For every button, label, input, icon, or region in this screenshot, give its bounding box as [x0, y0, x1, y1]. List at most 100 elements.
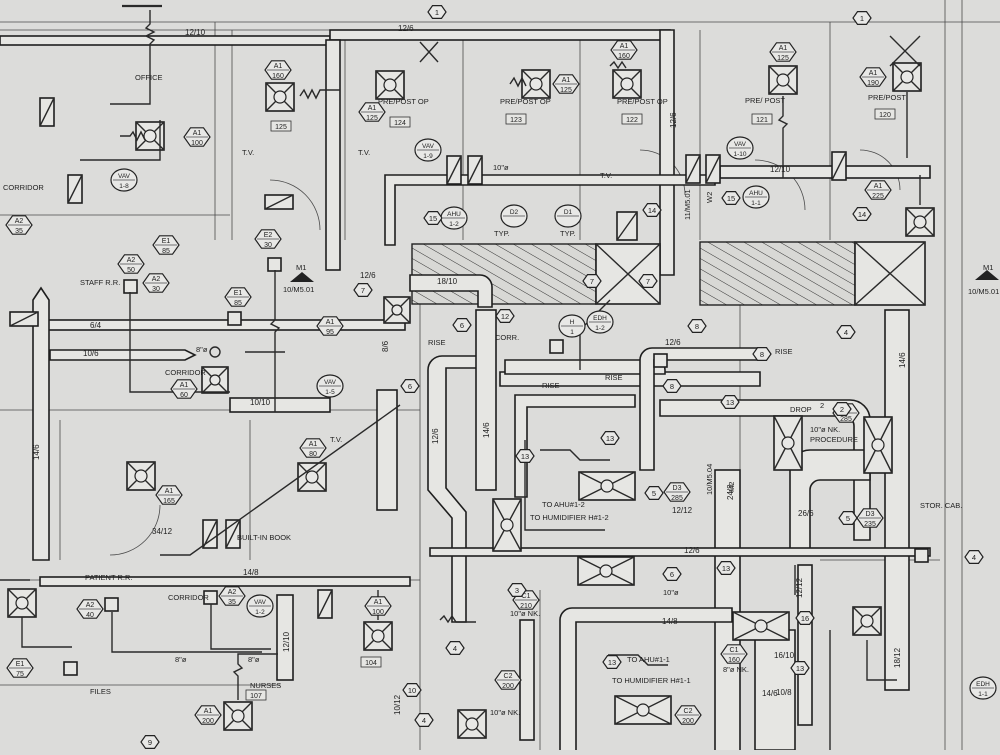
label-round-10: 10"ø — [663, 588, 679, 597]
label-m1-left: M1 — [296, 263, 306, 272]
diffuser-type: A1 — [374, 599, 383, 606]
keynote-number: 9 — [148, 738, 152, 747]
room-corridor-center: CORRIDOR — [165, 368, 206, 377]
diffuser-cfm: 235 — [864, 521, 876, 528]
keynote-number: 2 — [840, 405, 844, 414]
label-round-duct: 10"ø — [493, 163, 509, 172]
duct-size: 18/12 — [893, 647, 902, 668]
keynote-number: 13 — [722, 564, 730, 573]
keynote-number: 6 — [460, 321, 464, 330]
duct-top-center — [329, 29, 671, 41]
equipment-label: D1 — [564, 209, 573, 216]
annotations: RISE RISE RISE RISE DROP M1 M1 10/M5.01 … — [175, 148, 999, 717]
diffuser-cfm: 210 — [520, 603, 532, 610]
keynote-tag: 13 — [600, 431, 620, 445]
keynote-tag: 8 — [752, 347, 772, 361]
equipment-tags: VAV1-8VAV1-9VAV1-10VAV1-5VAV1-2AHU1-2AHU… — [110, 136, 997, 700]
equipment-tag: D1 — [554, 204, 582, 228]
keynote-tag: 6 — [662, 567, 682, 581]
keynote-tag: 14 — [642, 203, 662, 217]
diffuser-cfm: 100 — [191, 140, 203, 147]
keynote-number: 7 — [590, 277, 594, 286]
label-rise-2: RISE — [542, 381, 560, 390]
label-nk-2: 10"ø NK. — [510, 609, 540, 618]
diffuser-type: A1 — [326, 319, 335, 326]
keynote-tag: 13 — [602, 655, 622, 669]
duct-14-6-left — [32, 286, 50, 561]
diffuser-type: A1 — [869, 70, 878, 77]
duct-size: 10/8 — [776, 688, 792, 697]
room-number: 121 — [751, 113, 773, 125]
diffuser-cfm: 225 — [872, 193, 884, 200]
keynote-tag: 14 — [852, 207, 872, 221]
equipment-label: AHU — [749, 190, 763, 197]
diffuser-cfm: 75 — [16, 671, 24, 678]
keynote-tag: 4 — [445, 641, 465, 655]
duct-size: 26/6 — [798, 509, 814, 518]
diffuser-grilles — [7, 62, 935, 739]
vav-id: 1-9 — [423, 153, 433, 160]
keynote-tag: 15 — [721, 191, 741, 205]
diffuser-cfm: 40 — [86, 612, 94, 619]
diffuser-type: E1 — [234, 290, 243, 297]
room-corridor-lower: CORRIDOR — [168, 593, 209, 602]
vav-tag: VAV 1-8 — [110, 168, 138, 192]
keynote-number: 14 — [648, 206, 656, 215]
keynote-number: 13 — [608, 658, 616, 667]
diffuser-type: E1 — [162, 238, 171, 245]
keynote-number: 13 — [726, 398, 734, 407]
svg-text:104: 104 — [365, 660, 377, 667]
duct-18-12 — [884, 309, 910, 691]
diffuser-cfm: 30 — [264, 242, 272, 249]
diffuser-cfm: 200 — [502, 683, 514, 690]
duct-size: 34/12 — [152, 527, 173, 536]
label-drop: DROP — [790, 405, 812, 414]
duct-size: 12/10 — [770, 165, 791, 174]
duct-12-6-long — [429, 547, 931, 557]
keynote-tag: 5 — [644, 486, 664, 500]
keynote-tag: 3 — [507, 583, 527, 597]
diffuser-type: A1 — [274, 63, 283, 70]
diffuser-type: E2 — [264, 232, 273, 239]
diffuser-cfm: 200 — [202, 718, 214, 725]
diffuser-cfm: 125 — [560, 87, 572, 94]
equipment-label: EDH — [976, 681, 990, 688]
svg-text:122: 122 — [626, 117, 638, 124]
duct-size: 10/12 — [393, 694, 402, 715]
ahu-1-2-unit — [411, 243, 597, 305]
duct-size: 12/10 — [282, 631, 291, 652]
duct-size: 8/6 — [381, 340, 390, 352]
diffuser-tags: A1160A1125A1125A1160A1125A1190A1100A235A… — [5, 40, 892, 725]
keynote-number: 7 — [646, 277, 650, 286]
label-m1-right: M1 — [983, 263, 993, 272]
vav-label: VAV — [254, 599, 267, 606]
keynote-tag: 13 — [716, 561, 736, 575]
duct-vertical-center — [325, 39, 341, 271]
duct-size: 14/6 — [762, 689, 778, 698]
duct-top-left — [0, 35, 331, 46]
label-nk-3: 10"ø NK. — [490, 708, 520, 717]
diffuser-type: A1 — [874, 183, 883, 190]
duct-size: 14/8 — [243, 568, 259, 577]
label-round-8: 8"ø — [196, 345, 208, 354]
vav-label: VAV — [118, 173, 131, 180]
keynote-tag: 13 — [720, 395, 740, 409]
supply-ductwork — [0, 29, 931, 755]
diffuser-type: C1 — [522, 593, 531, 600]
vav-id: 1-8 — [119, 183, 129, 190]
diffuser-cfm: 95 — [326, 329, 334, 336]
keynote-number: 4 — [972, 553, 976, 562]
diffuser-type: A2 — [152, 276, 161, 283]
room-number: 122 — [621, 113, 643, 125]
duct-size: 14/6 — [32, 444, 41, 460]
label-rise-3: RISE — [605, 373, 623, 382]
keynote-number: 13 — [521, 452, 529, 461]
